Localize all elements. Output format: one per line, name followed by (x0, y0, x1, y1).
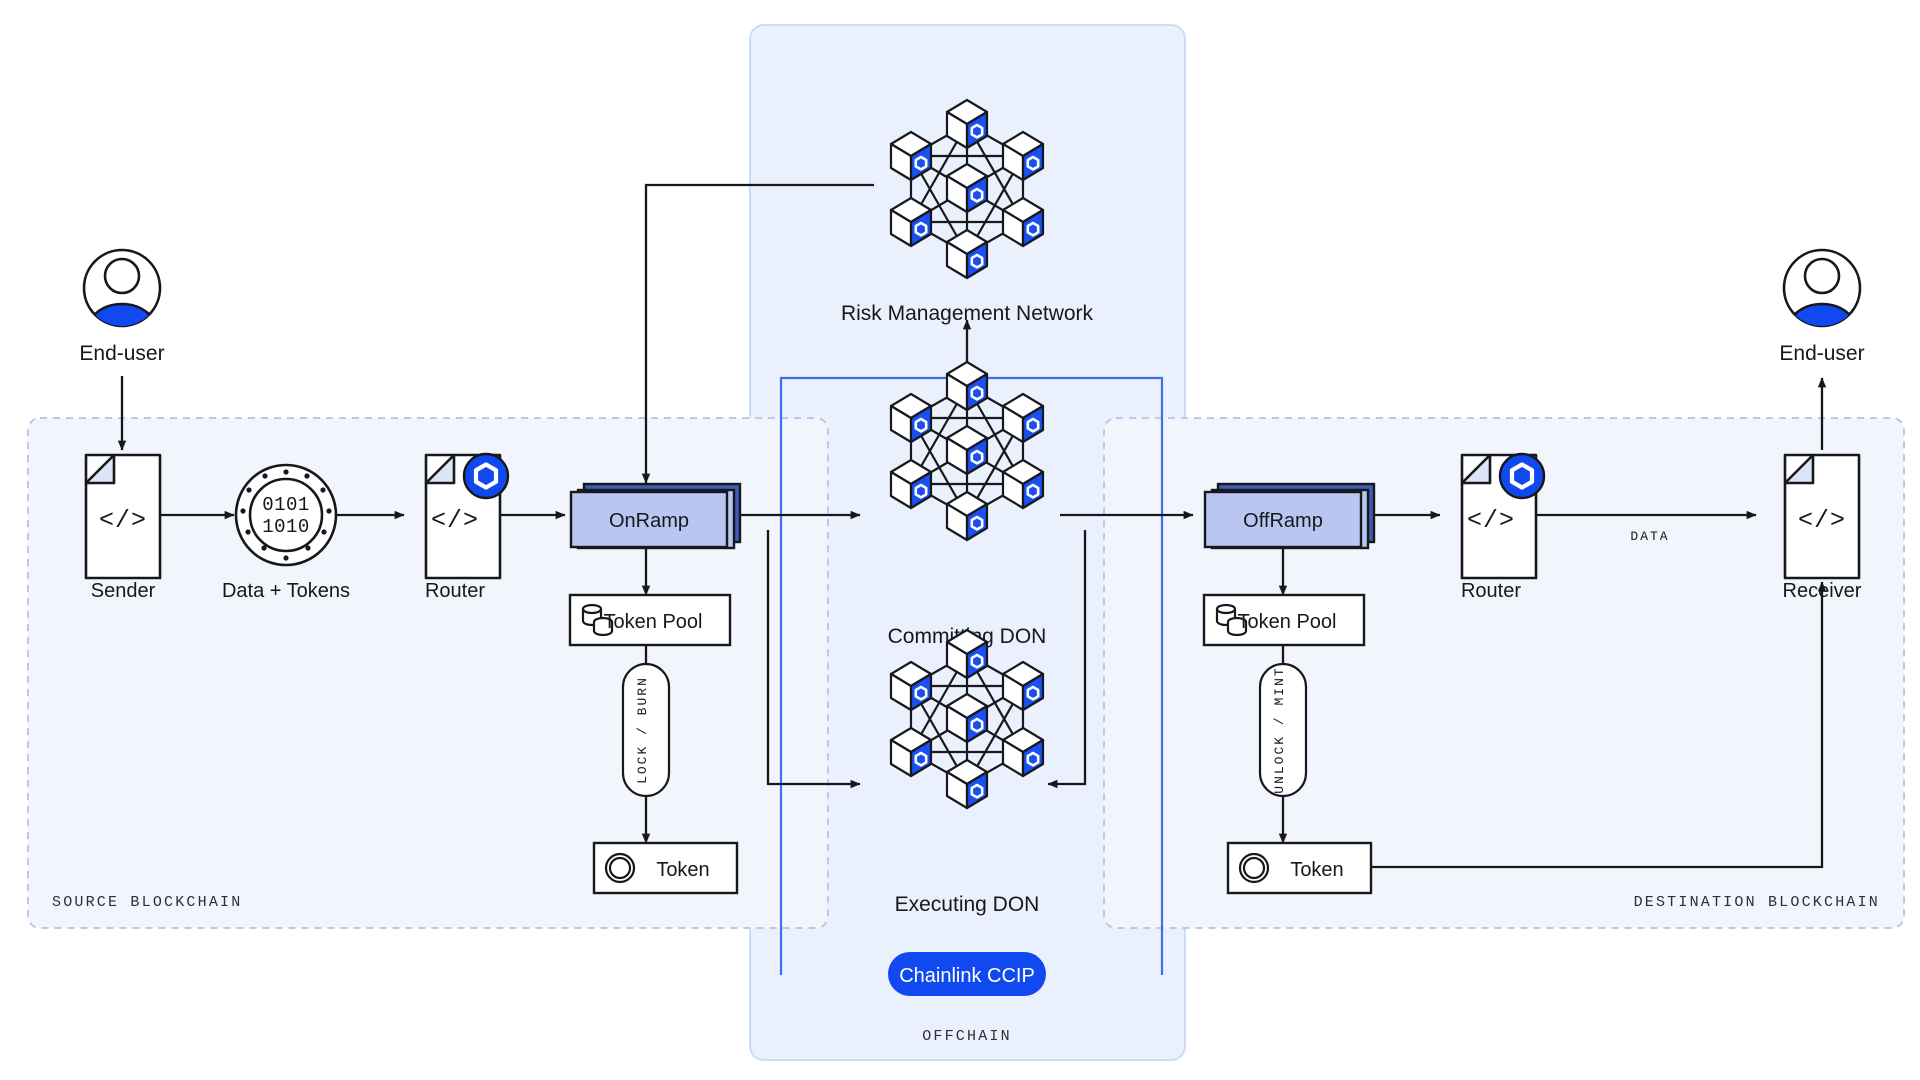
token-ring-icon (1238, 852, 1270, 884)
end-user-right-label: End-user (1779, 342, 1864, 365)
offramp-node[interactable]: OffRamp (1203, 482, 1376, 550)
risk-management-network-label: Risk Management Network (841, 302, 1094, 325)
data-edge-label: DATA (1630, 529, 1669, 544)
end-user-left[interactable]: End-user (79, 248, 165, 365)
token-ring-icon (604, 852, 636, 884)
stacked-contract-icon (569, 482, 742, 550)
document-code-chainlink-icon (424, 454, 508, 580)
unlock-mint-pill: UNLOCK / MINT (1258, 662, 1308, 798)
destination-token-node[interactable]: Token (1226, 841, 1373, 895)
lock-burn-pill: LOCK / BURN (621, 662, 671, 798)
receiver-label: Receiver (1783, 580, 1862, 602)
destination-blockchain-label: DESTINATION BLOCKCHAIN (1634, 894, 1880, 911)
offchain-label: OFFCHAIN (922, 1028, 1012, 1045)
sender-code-glyph: </> (99, 506, 147, 535)
source-token-label: Token (656, 859, 709, 881)
data-tokens-bin-line1: 0101 (262, 494, 310, 516)
onramp-label: OnRamp (609, 510, 689, 532)
end-user-left-label: End-user (79, 342, 164, 365)
destination-token-pool-node[interactable]: Token Pool (1202, 593, 1366, 647)
onramp-node[interactable]: OnRamp (569, 482, 742, 550)
offramp-label: OffRamp (1243, 510, 1323, 532)
sender-label: Sender (91, 580, 156, 602)
end-user-right[interactable]: End-user (1779, 248, 1865, 365)
connectors (117, 183, 1827, 869)
source-token-node[interactable]: Token (592, 841, 739, 895)
source-blockchain-label: SOURCE BLOCKCHAIN (52, 894, 242, 911)
data-tokens-label: Data + Tokens (222, 580, 350, 602)
data-tokens-node[interactable]: 0101 1010 Data + Tokens (222, 463, 350, 602)
chainlink-ccip-label: Chainlink CCIP (899, 965, 1035, 987)
coins-stack-icon (1215, 603, 1248, 637)
destination-token-label: Token (1290, 859, 1343, 881)
committing-don-node[interactable]: Committing DON (888, 360, 1047, 648)
source-token-pool-node[interactable]: Token Pool (568, 593, 732, 647)
data-disc-icon (234, 463, 338, 567)
document-code-chainlink-icon (1460, 454, 1544, 580)
document-code-icon (1783, 453, 1861, 580)
stacked-contract-icon (1203, 482, 1376, 550)
source-token-pool-label: Token Pool (604, 611, 703, 633)
source-router-label: Router (425, 580, 485, 602)
destination-router-node[interactable]: </> Router (1460, 454, 1544, 602)
chainlink-ccip-badge[interactable]: Chainlink CCIP (888, 952, 1046, 996)
lock-burn-label: LOCK / BURN (635, 676, 650, 784)
destination-token-pool-label: Token Pool (1238, 611, 1337, 633)
receiver-node[interactable]: </> Receiver (1783, 453, 1862, 602)
risk-management-network-node[interactable]: Risk Management Network (841, 98, 1094, 325)
data-tokens-bin-line2: 1010 (262, 516, 310, 538)
chainlink-hex-icon (464, 454, 508, 498)
coins-stack-icon (581, 603, 614, 637)
user-avatar-icon (82, 248, 162, 328)
user-avatar-icon (1782, 248, 1862, 328)
unlock-mint-label: UNLOCK / MINT (1272, 666, 1287, 793)
don-node-cluster-icon (889, 98, 1045, 280)
don-node-cluster-icon (889, 360, 1045, 542)
source-router-code-glyph: </> (431, 506, 479, 535)
destination-router-label: Router (1461, 580, 1521, 602)
source-router-node[interactable]: </> Router (424, 454, 508, 602)
executing-don-node[interactable]: Executing DON (889, 628, 1045, 916)
receiver-code-glyph: </> (1798, 506, 1846, 535)
don-node-cluster-icon (889, 628, 1045, 810)
chainlink-hex-icon (1500, 454, 1544, 498)
document-code-icon (84, 453, 162, 580)
executing-don-label: Executing DON (895, 893, 1040, 916)
sender-node[interactable]: </> Sender (84, 453, 162, 602)
destination-router-code-glyph: </> (1467, 506, 1515, 535)
